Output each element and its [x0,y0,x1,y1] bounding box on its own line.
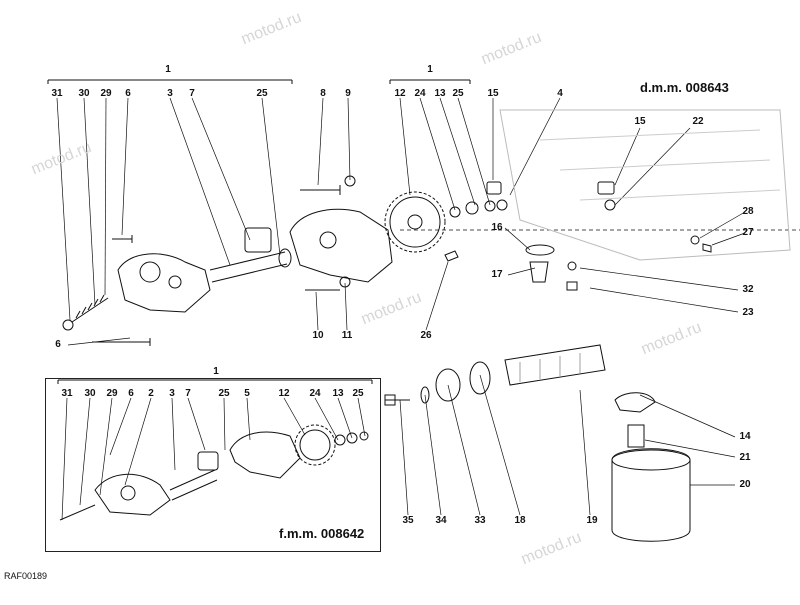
callout-18: 18 [514,515,526,526]
callout-21: 21 [739,452,751,463]
washer-34 [420,386,430,404]
union-21 [627,424,645,448]
callout-30: 30 [78,88,90,99]
inset-callout-25b: 25 [352,388,364,399]
inset-callout-6: 6 [128,388,134,399]
group-label-main-gear: 1 [427,64,433,75]
inset-callout-3: 3 [169,388,175,399]
inset-callout-30: 30 [84,388,96,399]
pin-26 [444,250,459,262]
callout-27: 27 [742,227,754,238]
washer-28 [690,235,700,245]
drive-gear-12 [384,191,446,253]
pump-cover [289,208,393,283]
group-bracket-main-gear [389,79,471,84]
inset-callout-7: 7 [185,388,191,399]
callout-4: 4 [557,88,563,99]
callout-22: 22 [692,116,704,127]
washer-11 [339,276,351,288]
callout-19: 19 [586,515,598,526]
callout-10: 10 [312,330,324,341]
callout-8: 8 [320,88,326,99]
callout-23: 23 [742,307,754,318]
plug [62,319,74,331]
inset-callout-5: 5 [244,388,250,399]
callout-26: 26 [420,330,432,341]
oring-18 [469,361,491,395]
callout-24: 24 [414,88,426,99]
callout-7: 7 [189,88,195,99]
group-bracket-inset [57,379,373,384]
callout-32: 32 [742,284,754,295]
washer-32 [567,261,577,271]
callout-11: 11 [341,330,353,341]
leader-lines [56,97,800,516]
washer-9 [344,175,356,187]
callout-28: 28 [742,206,754,217]
bushing-15 [486,181,502,195]
inset-callout-25: 25 [218,388,230,399]
callout-6: 6 [125,88,131,99]
inset-callout-29: 29 [106,388,118,399]
inset-callout-13: 13 [332,388,344,399]
callout-34: 34 [435,515,447,526]
callout-17: 17 [491,269,503,280]
oring-22 [604,199,616,211]
main-reference-code: d.m.m. 008643 [640,80,729,95]
callout-15: 15 [487,88,499,99]
engine-case-outline [499,109,791,261]
inset-reference-code: f.m.m. 008642 [279,526,365,541]
oil-filter-20 [611,448,691,542]
callout-3: 3 [167,88,173,99]
callout-25b: 25 [452,88,464,99]
pump-gear [244,227,272,253]
callout-9: 9 [345,88,351,99]
callout-13: 13 [434,88,446,99]
strainer-19 [504,344,606,386]
seal-4 [496,199,508,211]
bushing-15b [597,181,615,195]
sender-17 [529,261,549,283]
callout-20: 20 [739,479,751,490]
callout-25: 25 [256,88,268,99]
pump-body-bore [139,261,161,283]
pump-body [117,253,211,313]
inset-callout-2: 2 [148,388,154,399]
bolt-8 [300,185,341,195]
bolt-6-top [112,235,133,243]
callout-14: 14 [739,431,751,442]
group-bracket-main-pump [47,79,293,84]
pump-shaft [209,251,288,283]
inset-drawing [59,397,369,521]
callout-16: 16 [491,222,503,233]
callout-35: 35 [402,515,414,526]
gasket-16 [525,244,555,256]
inset-callout-12: 12 [278,388,290,399]
drawing-code: RAF00189 [4,571,48,581]
callout-15b: 15 [634,116,646,127]
group-label-main-pump: 1 [165,64,171,75]
cover-33 [435,368,461,402]
callout-12: 12 [394,88,406,99]
callout-6b: 6 [55,339,61,350]
bolt-6 [92,338,151,346]
group-label-inset: 1 [213,366,219,377]
seal-14 [614,392,656,413]
inset-callout-24: 24 [309,388,321,399]
inset-callout-31: 31 [61,388,73,399]
callout-31: 31 [51,88,63,99]
plug-23 [566,281,578,291]
inset-frame [45,378,381,552]
relief-spring [71,297,109,323]
callout-33: 33 [474,515,486,526]
screw-27 [702,243,712,253]
callout-29: 29 [100,88,112,99]
